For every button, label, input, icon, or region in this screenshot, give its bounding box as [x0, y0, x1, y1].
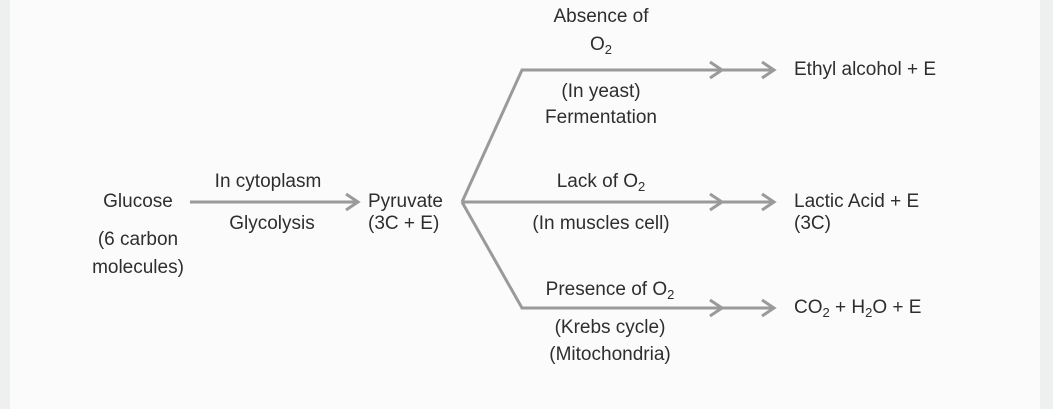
- fermentation-branch-line: [460, 68, 772, 203]
- mitochondria-label: (Mitochondria): [549, 344, 671, 365]
- cytoplasm-label: In cytoplasm: [214, 171, 322, 192]
- glucose-label: Glucose: [103, 191, 173, 212]
- lack-o2-label: Lack of O2: [557, 171, 646, 193]
- glucose-molecules-label: molecules): [92, 257, 184, 278]
- krebs-mid-arrowhead: [709, 298, 725, 318]
- presence-o2-base: Presence of O: [545, 279, 668, 300]
- fermentation-end-arrowhead: [761, 60, 777, 80]
- co-text: CO: [794, 297, 823, 318]
- co2-h2o-product: CO2 + H2O + E: [794, 297, 921, 319]
- arrows: [190, 60, 777, 318]
- o2-base: O: [589, 34, 605, 55]
- lactic-end-arrowhead: [761, 192, 777, 212]
- presence-o2-sub: 2: [667, 287, 675, 302]
- lack-o2-sub: 2: [638, 179, 646, 194]
- lactic-acid-product: Lactic Acid + E: [794, 191, 920, 212]
- lack-o2-base: Lack of O: [556, 171, 639, 192]
- in-yeast-label: (In yeast): [561, 81, 641, 102]
- o-e-text: O + E: [872, 297, 922, 318]
- h2-sub: 2: [865, 305, 873, 320]
- pyruvate-energy-label: (3C + E): [368, 213, 440, 234]
- glycolysis-label: Glycolysis: [229, 213, 315, 234]
- krebs-cycle-label: (Krebs cycle): [554, 317, 666, 338]
- glycolysis-arrowhead: [345, 192, 361, 212]
- diagram-canvas: Glucose (6 carbon molecules) In cytoplas…: [10, 0, 1040, 409]
- fermentation-label: Fermentation: [545, 107, 657, 128]
- glucose-carbon-label: (6 carbon: [97, 229, 179, 250]
- co2-sub: 2: [822, 305, 830, 320]
- ethyl-alcohol-product: Ethyl alcohol + E: [794, 59, 937, 80]
- h-text: + H: [829, 297, 866, 318]
- krebs-end-arrowhead: [761, 298, 777, 318]
- pyruvate-label: Pyruvate: [368, 191, 443, 212]
- lactic-acid-carbon-label: (3C): [794, 213, 831, 234]
- lactic-mid-arrowhead: [709, 192, 725, 212]
- o2-label: O2: [590, 34, 612, 56]
- fermentation-mid-arrowhead: [709, 60, 725, 80]
- o2-sub: 2: [604, 42, 613, 57]
- presence-o2-label: Presence of O2: [546, 279, 675, 301]
- muscles-cell-label: (In muscles cell): [532, 213, 670, 234]
- absence-o2-label: Absence of: [553, 6, 649, 27]
- krebs-branch-line: [460, 201, 772, 310]
